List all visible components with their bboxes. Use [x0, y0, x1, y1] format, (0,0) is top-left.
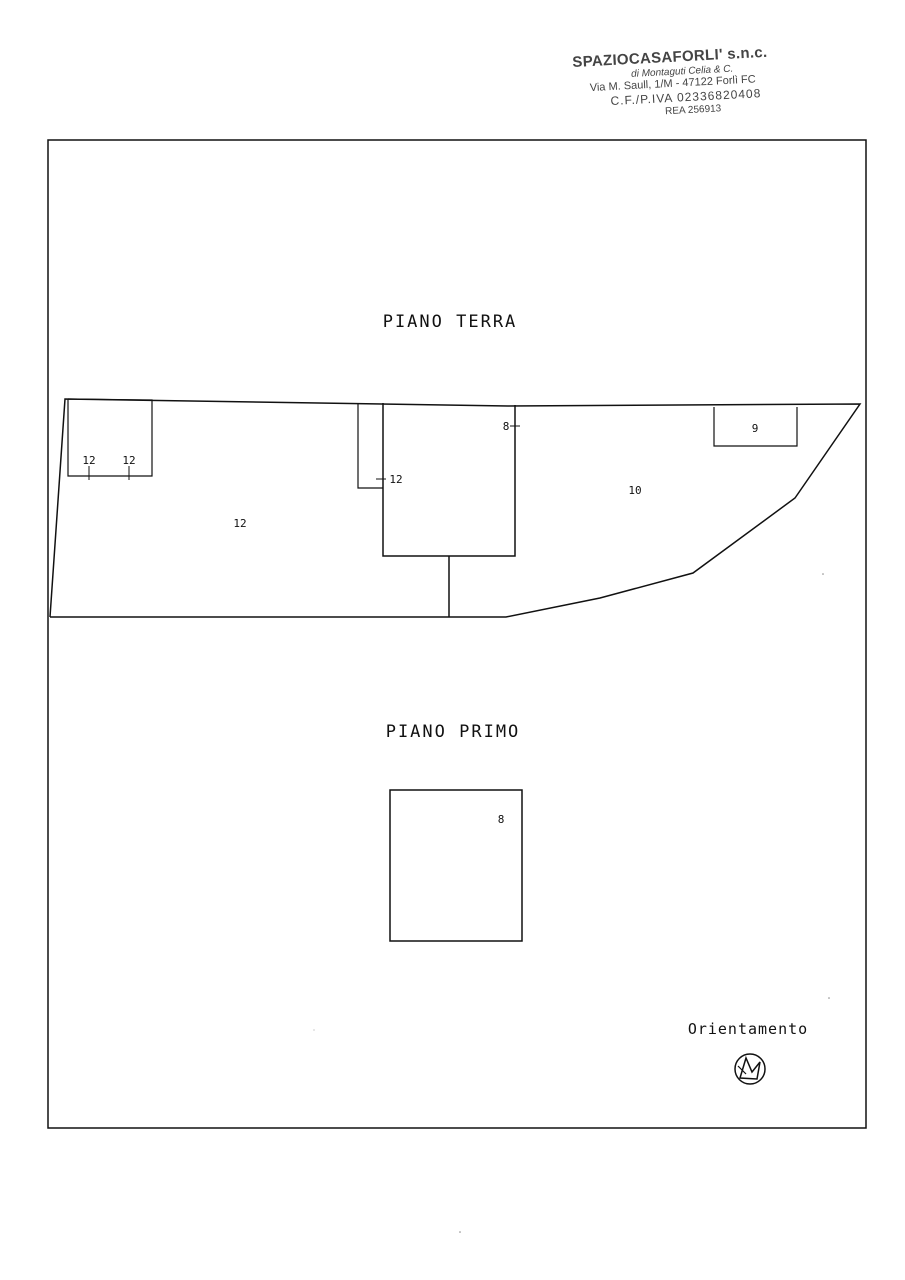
label-small-box: 9 [752, 422, 759, 435]
notch-wall [357, 403, 383, 489]
label-notch: 12 [389, 473, 402, 486]
label-first-floor-room: 8 [498, 813, 505, 826]
scan-speck [459, 1231, 461, 1233]
orientation-label: Orientamento [688, 1020, 808, 1038]
label-main-left: 12 [233, 517, 246, 530]
ground-floor-outline [49, 398, 862, 618]
label-central: 8 [503, 420, 510, 433]
drawing-frame [47, 139, 867, 1129]
scan-speck [822, 573, 824, 575]
north-arrow-icon [734, 1053, 766, 1085]
label-small-left: 12 [82, 454, 95, 467]
scan-speck [313, 1029, 315, 1031]
company-stamp: SPAZIOCASAFORLI' s.n.c. di Montaguti Cel… [572, 41, 825, 122]
central-room [382, 403, 516, 557]
small-box-room [713, 407, 798, 447]
ground-floor-title: PIANO TERRA [383, 312, 518, 332]
scan-speck [828, 997, 830, 999]
first-floor-room [389, 789, 523, 942]
label-right-area: 10 [628, 484, 641, 497]
first-floor-title: PIANO PRIMO [386, 722, 521, 742]
label-small-right: 12 [122, 454, 135, 467]
small-room-left [67, 398, 153, 477]
